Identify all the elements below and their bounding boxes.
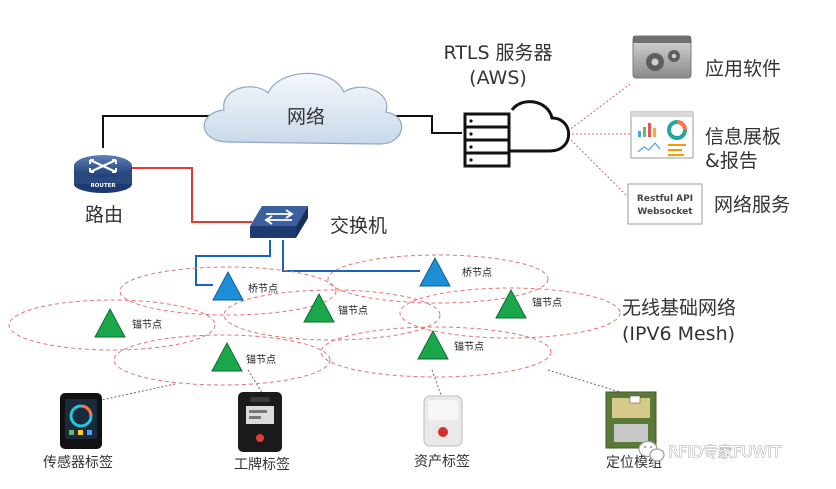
anchor-node-label: 锚节点 — [532, 297, 562, 309]
websocket-text: Websocket — [637, 207, 693, 217]
app-software: 应用软件 — [632, 35, 781, 80]
positioning-module-label: 定位模组 — [606, 455, 662, 471]
rtls-server: RTLS 服务器 (AWS) — [443, 42, 570, 168]
anchor-node-label: 锚节点 — [338, 305, 368, 317]
dashboard-label-line2: &报告 — [705, 150, 758, 172]
switch-bridge-right-link — [282, 240, 420, 272]
cloud-icon — [203, 72, 403, 145]
server-app-dotted-link — [567, 83, 631, 132]
router-switch-link — [132, 167, 252, 223]
watermark: RFID专家FUWIT — [638, 440, 782, 462]
bridge-node-triangle — [419, 256, 451, 287]
server-cloud-outline-icon — [498, 100, 570, 153]
restful-api-box — [627, 183, 703, 225]
app-software-label: 应用软件 — [705, 58, 781, 80]
mesh-ellipse — [320, 326, 552, 378]
router-network-link — [102, 115, 213, 148]
dashboard-chart-icon — [630, 111, 694, 159]
badge-tag-label: 工牌标签 — [234, 456, 290, 473]
watermark-text: RFID专家FUWIT — [668, 443, 782, 461]
mesh-asset-tag-dotted — [431, 369, 443, 399]
bridge-node-triangle — [212, 270, 244, 301]
web-service-label: 网络服务 — [714, 194, 790, 216]
mesh-module-dotted — [547, 369, 621, 393]
mesh-ellipse — [327, 254, 549, 304]
dashboard-label-line1: 信息展板 — [705, 126, 781, 148]
network-label: 网络 — [287, 106, 325, 128]
server-rack-icon — [463, 112, 511, 168]
network-server-link — [392, 115, 462, 134]
bridge-node-label: 桥节点 — [248, 283, 278, 295]
switch-bridge-left-link — [195, 240, 271, 286]
bridge-node-label: 桥节点 — [462, 267, 492, 279]
badge-tag: 工牌标签 — [234, 392, 290, 473]
bridge-nodes: 桥节点 桥节点 — [212, 256, 492, 301]
restful-api-text: Restful API — [637, 194, 693, 204]
positioning-module-board-icon — [605, 391, 657, 449]
router-label: 路由 — [85, 204, 123, 226]
router-badge-text: ROUTER — [90, 183, 116, 189]
dashboard: 信息展板 &报告 — [630, 111, 781, 172]
mesh-ellipse — [399, 287, 621, 339]
anchor-node-triangle — [303, 292, 335, 323]
network-switch: 交换机 — [250, 206, 387, 238]
sensor-tag-device-icon — [60, 393, 102, 449]
mesh-ellipse — [119, 266, 337, 316]
anchor-node-triangle — [417, 329, 449, 360]
gear-window-icon — [632, 35, 692, 79]
asset-tag-label: 资产标签 — [414, 453, 470, 470]
mesh-ellipse — [223, 289, 441, 341]
mesh-sensor-tag-dotted — [91, 383, 176, 403]
mesh-ellipse — [8, 299, 216, 351]
rtls-server-title: RTLS 服务器 — [443, 42, 552, 64]
wireless-label-line2: (IPV6 Mesh) — [622, 323, 735, 345]
mesh-badge-tag-dotted — [247, 369, 265, 397]
sensor-tag-label: 传感器标签 — [43, 454, 113, 471]
web-service: Restful API Websocket 网络服务 — [627, 183, 790, 225]
router: ROUTER 路由 — [74, 155, 132, 226]
asset-tag: 资产标签 — [414, 395, 470, 470]
anchor-node-triangle — [211, 341, 243, 372]
rtls-server-subtitle: (AWS) — [469, 67, 527, 89]
router-icon: ROUTER — [74, 155, 132, 193]
wechat-icon — [638, 440, 665, 462]
anchor-node-label: 锚节点 — [454, 341, 484, 353]
anchor-nodes: 锚节点 锚节点 锚节点 锚节点 锚节点 — [94, 288, 562, 372]
asset-tag-device-icon — [423, 395, 463, 447]
wireless-label-line1: 无线基础网络 — [622, 297, 736, 319]
badge-tag-device-icon — [238, 392, 282, 452]
network-cloud: 网络 — [203, 72, 403, 145]
switch-icon — [250, 206, 308, 238]
mesh-ellipse — [113, 334, 331, 386]
positioning-module: 定位模组 — [605, 391, 662, 471]
server-webservice-dotted-link — [567, 136, 629, 198]
anchor-node-label: 锚节点 — [132, 319, 162, 331]
anchor-node-triangle — [495, 288, 527, 319]
anchor-node-label: 锚节点 — [246, 354, 276, 366]
mesh-coverage-ellipses — [8, 254, 621, 386]
sensor-tag: 传感器标签 — [43, 393, 113, 471]
connection-lines — [91, 83, 631, 403]
anchor-node-triangle — [94, 307, 126, 338]
switch-label: 交换机 — [330, 215, 387, 237]
wireless-network-label: 无线基础网络 (IPV6 Mesh) — [622, 297, 736, 345]
